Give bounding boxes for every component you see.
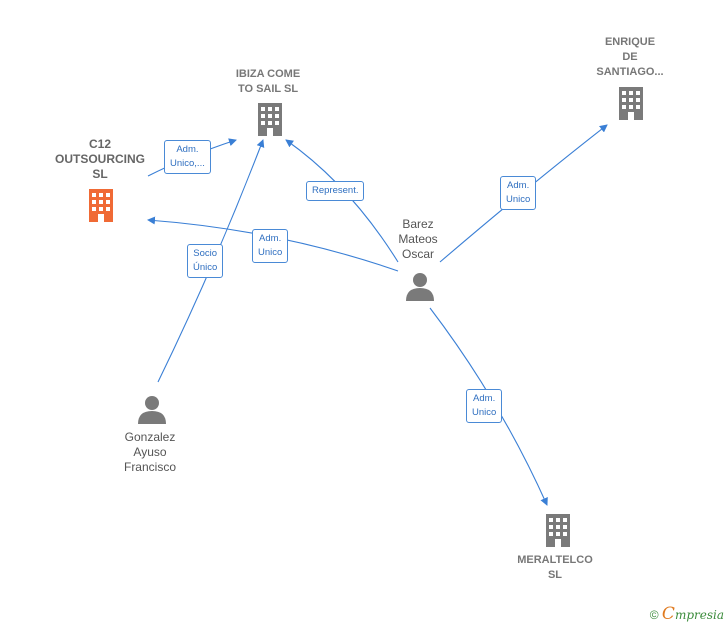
edge-label-barez-meraltelco[interactable]: Adm. Unico: [466, 389, 503, 423]
edge-label-barez-c12[interactable]: Adm. Unico: [252, 229, 289, 263]
copyright-symbol: ©: [649, 608, 659, 622]
building-icon[interactable]: [89, 189, 113, 222]
person-icon[interactable]: [138, 396, 166, 424]
edge-label-barez-enrique[interactable]: Adm. Unico: [500, 176, 537, 210]
building-icon[interactable]: [256, 103, 284, 136]
brand-name: mpresia: [674, 608, 724, 622]
edge-label-barez-ibiza[interactable]: Represent.: [306, 181, 365, 201]
brand-initial: C: [661, 604, 675, 624]
building-icon[interactable]: [619, 87, 643, 120]
node-label-ibiza[interactable]: IBIZA COME TO SAIL SL: [235, 68, 301, 95]
empresia-logo[interactable]: © Cmpresia: [650, 604, 724, 624]
person-icon[interactable]: [406, 273, 434, 301]
building-icon[interactable]: [546, 514, 570, 547]
edge-label-c12-ibiza[interactable]: Adm. Unico,...: [164, 140, 211, 174]
node-label-enrique[interactable]: ENRIQUE DE SANTIAGO...: [596, 36, 664, 78]
edge-label-gonzalez-ibiza[interactable]: Socio Único: [187, 244, 224, 278]
node-label-c12[interactable]: C12 OUTSOURCING SL: [55, 137, 145, 181]
node-label-gonzalez[interactable]: Gonzalez Ayuso Francisco: [123, 430, 176, 474]
node-label-meraltelco[interactable]: MERALTELCO SL: [517, 554, 593, 581]
node-label-barez[interactable]: Barez Mateos Oscar: [398, 217, 438, 261]
